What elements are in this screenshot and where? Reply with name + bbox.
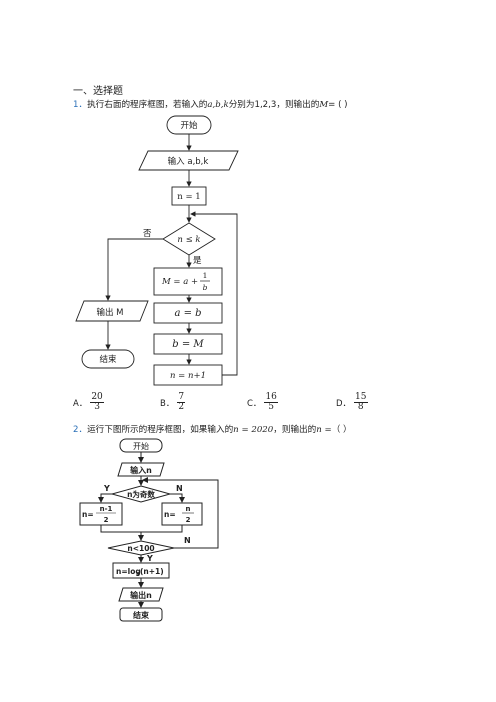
option-d-label: D． — [336, 398, 352, 409]
q1-text-a: 执行右面的程序框图，若输入的 — [87, 100, 208, 110]
fc2-end-terminal — [119, 607, 163, 622]
fc1-output-box — [75, 300, 149, 322]
fc2-left-num: n-1 — [100, 505, 113, 513]
q2-expr: n = 2020 — [233, 425, 274, 435]
section-title: 一、选择题 — [73, 86, 123, 97]
q1-text-c: ，则输出的 — [276, 100, 320, 110]
fc2-yes-label: Y — [103, 484, 110, 493]
fc1-end-label: 结束 — [99, 354, 117, 365]
fc1-step-b — [153, 333, 223, 355]
q2-text-c: （ ） — [331, 425, 352, 435]
fc2-output-box — [118, 587, 164, 602]
question-2: 2．运行下图所示的程序框图，如果输入的n = 2020，则输出的n =（ ） — [73, 423, 352, 435]
option-a-den: 3 — [94, 402, 100, 413]
fc2-no2-label: N — [184, 536, 191, 545]
fc1-cond-label: n ≤ k — [177, 235, 200, 245]
q1-out-var: M — [319, 100, 329, 110]
fc2-left-prefix: n= — [82, 510, 94, 519]
fc2-no-label: N — [176, 484, 183, 493]
fc2-yes2-label: Y — [146, 554, 153, 563]
question-2-number: 2． — [73, 425, 88, 435]
option-b-den: 2 — [178, 402, 185, 413]
fc1-output-label: 输出 M — [96, 307, 123, 318]
option-c-label: C． — [247, 398, 262, 409]
question-1-number: 1． — [73, 100, 88, 110]
q1-text-d: = ( ) — [328, 100, 348, 110]
q1-vars: a,b,k — [207, 100, 229, 110]
fc2-log-base: 2 — [136, 572, 140, 578]
fc1-step1-den: b — [203, 283, 208, 292]
fc1-step1-left: M = a + — [161, 277, 198, 287]
option-b-label: B． — [160, 398, 175, 409]
option-b-num: 7 — [177, 392, 186, 404]
fc2-log-label: n=log — [116, 567, 141, 576]
fc1-start-label: 开始 — [180, 120, 198, 131]
fc2-cond2-label: n<100 — [127, 544, 154, 553]
fc1-input-box — [138, 150, 239, 171]
option-c-num: 16 — [264, 392, 278, 404]
q2-text-a: 运行下图所示的程序框图，如果输入的 — [87, 425, 234, 435]
option-a-num: 20 — [90, 392, 104, 404]
fc2-right-den: 2 — [186, 516, 191, 524]
q1-values: 1,2,3 — [254, 100, 277, 110]
q2-text-b: ，则输出的 — [273, 425, 317, 435]
option-c-den: 5 — [268, 402, 275, 413]
fc1-no-label: 否 — [143, 229, 152, 239]
fc1-end-terminal — [81, 349, 135, 369]
fc2-start-label: 开始 — [133, 441, 149, 451]
fc1-input-label: 输入 a,b,k — [168, 156, 209, 167]
fc2-end-label: 结束 — [133, 610, 150, 620]
q2-out-var: n = — [316, 425, 332, 435]
fc2-condition-diamond — [110, 485, 172, 503]
fc2-right-prefix: n= — [164, 510, 176, 519]
fc1-step3-label: b = M — [172, 339, 204, 350]
option-d-den: 8 — [357, 402, 364, 413]
fc1-yes-label: 是 — [193, 256, 202, 266]
fc2-left-den: 2 — [104, 516, 109, 524]
fc2-right-num: n — [186, 505, 191, 513]
fc1-step1-num: 1 — [203, 271, 208, 280]
fc1-step-a — [153, 302, 223, 324]
question-1: 1．执行右面的程序框图，若输入的a,b,k分别为1,2,3，则输出的M= ( ) — [73, 98, 348, 110]
fc1-step4-label: n = n+1 — [170, 371, 206, 381]
fc1-init-label: n = 1 — [177, 192, 200, 202]
option-a-label: A． — [73, 398, 88, 409]
fc2-input-label: 输入n — [130, 465, 152, 475]
option-d-num: 15 — [354, 392, 368, 404]
fc2-cond-label: n为奇数 — [127, 489, 155, 499]
fc1-step-m — [153, 267, 223, 296]
fc2-log-arg: (n+1) — [140, 567, 164, 576]
fc2-input-box — [117, 462, 165, 477]
q1-text-b: 分别为 — [228, 100, 255, 110]
fc2-output-label: 输出n — [130, 590, 152, 600]
fc1-step2-label: a = b — [174, 308, 201, 319]
flowchart-2 — [79, 438, 219, 622]
